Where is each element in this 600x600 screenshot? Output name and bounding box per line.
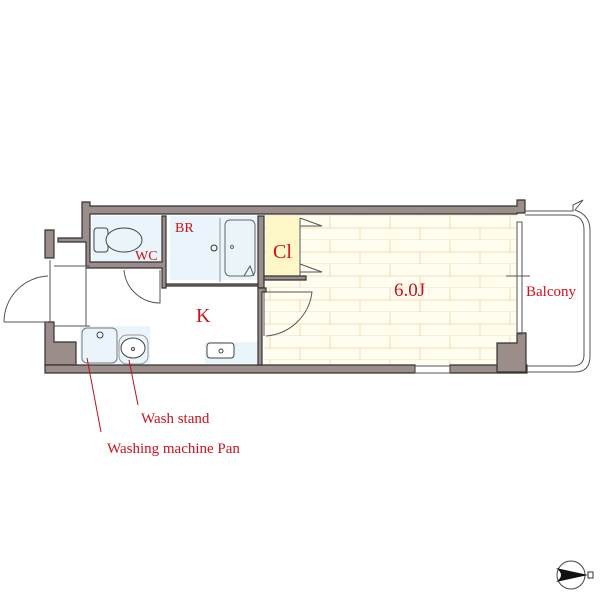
bathtub-icon <box>210 218 256 282</box>
washing-machine-leader <box>86 357 102 433</box>
window-balcony <box>516 221 523 335</box>
toilet-icon <box>93 227 143 253</box>
label-wash-stand: Wash stand <box>141 411 210 427</box>
main-room-floor <box>264 215 517 365</box>
right-corner-wall <box>496 332 527 373</box>
closet-floor <box>266 216 299 276</box>
entrance-door[interactable] <box>3 260 51 323</box>
closet-door[interactable] <box>299 217 323 276</box>
label-main-room: 6.0J <box>394 280 425 301</box>
label-br: BR <box>175 221 194 236</box>
kitchen-sink-icon <box>206 342 235 359</box>
wash-stand-leader <box>128 359 139 406</box>
balcony-outline <box>525 199 591 373</box>
left-wall-upper <box>44 229 55 259</box>
label-wc: WC <box>135 249 158 264</box>
left-wall-lower <box>44 321 77 366</box>
wc-door[interactable] <box>123 269 161 304</box>
label-kitchen: K <box>196 305 211 327</box>
outer-wall <box>57 199 526 289</box>
room-door[interactable] <box>265 291 313 337</box>
washing-machine-pan-icon <box>81 327 118 364</box>
label-washing-machine-pan: Washing machine Pan <box>107 441 240 457</box>
north-arrow-icon <box>556 560 594 590</box>
label-closet: Cl <box>273 241 292 263</box>
wash-stand-icon <box>118 334 149 365</box>
partition-wall <box>257 275 307 366</box>
label-balcony: Balcony <box>526 284 576 300</box>
window-bottom <box>414 365 451 374</box>
balcony-inner <box>525 214 585 367</box>
bottom-wall <box>44 364 528 374</box>
